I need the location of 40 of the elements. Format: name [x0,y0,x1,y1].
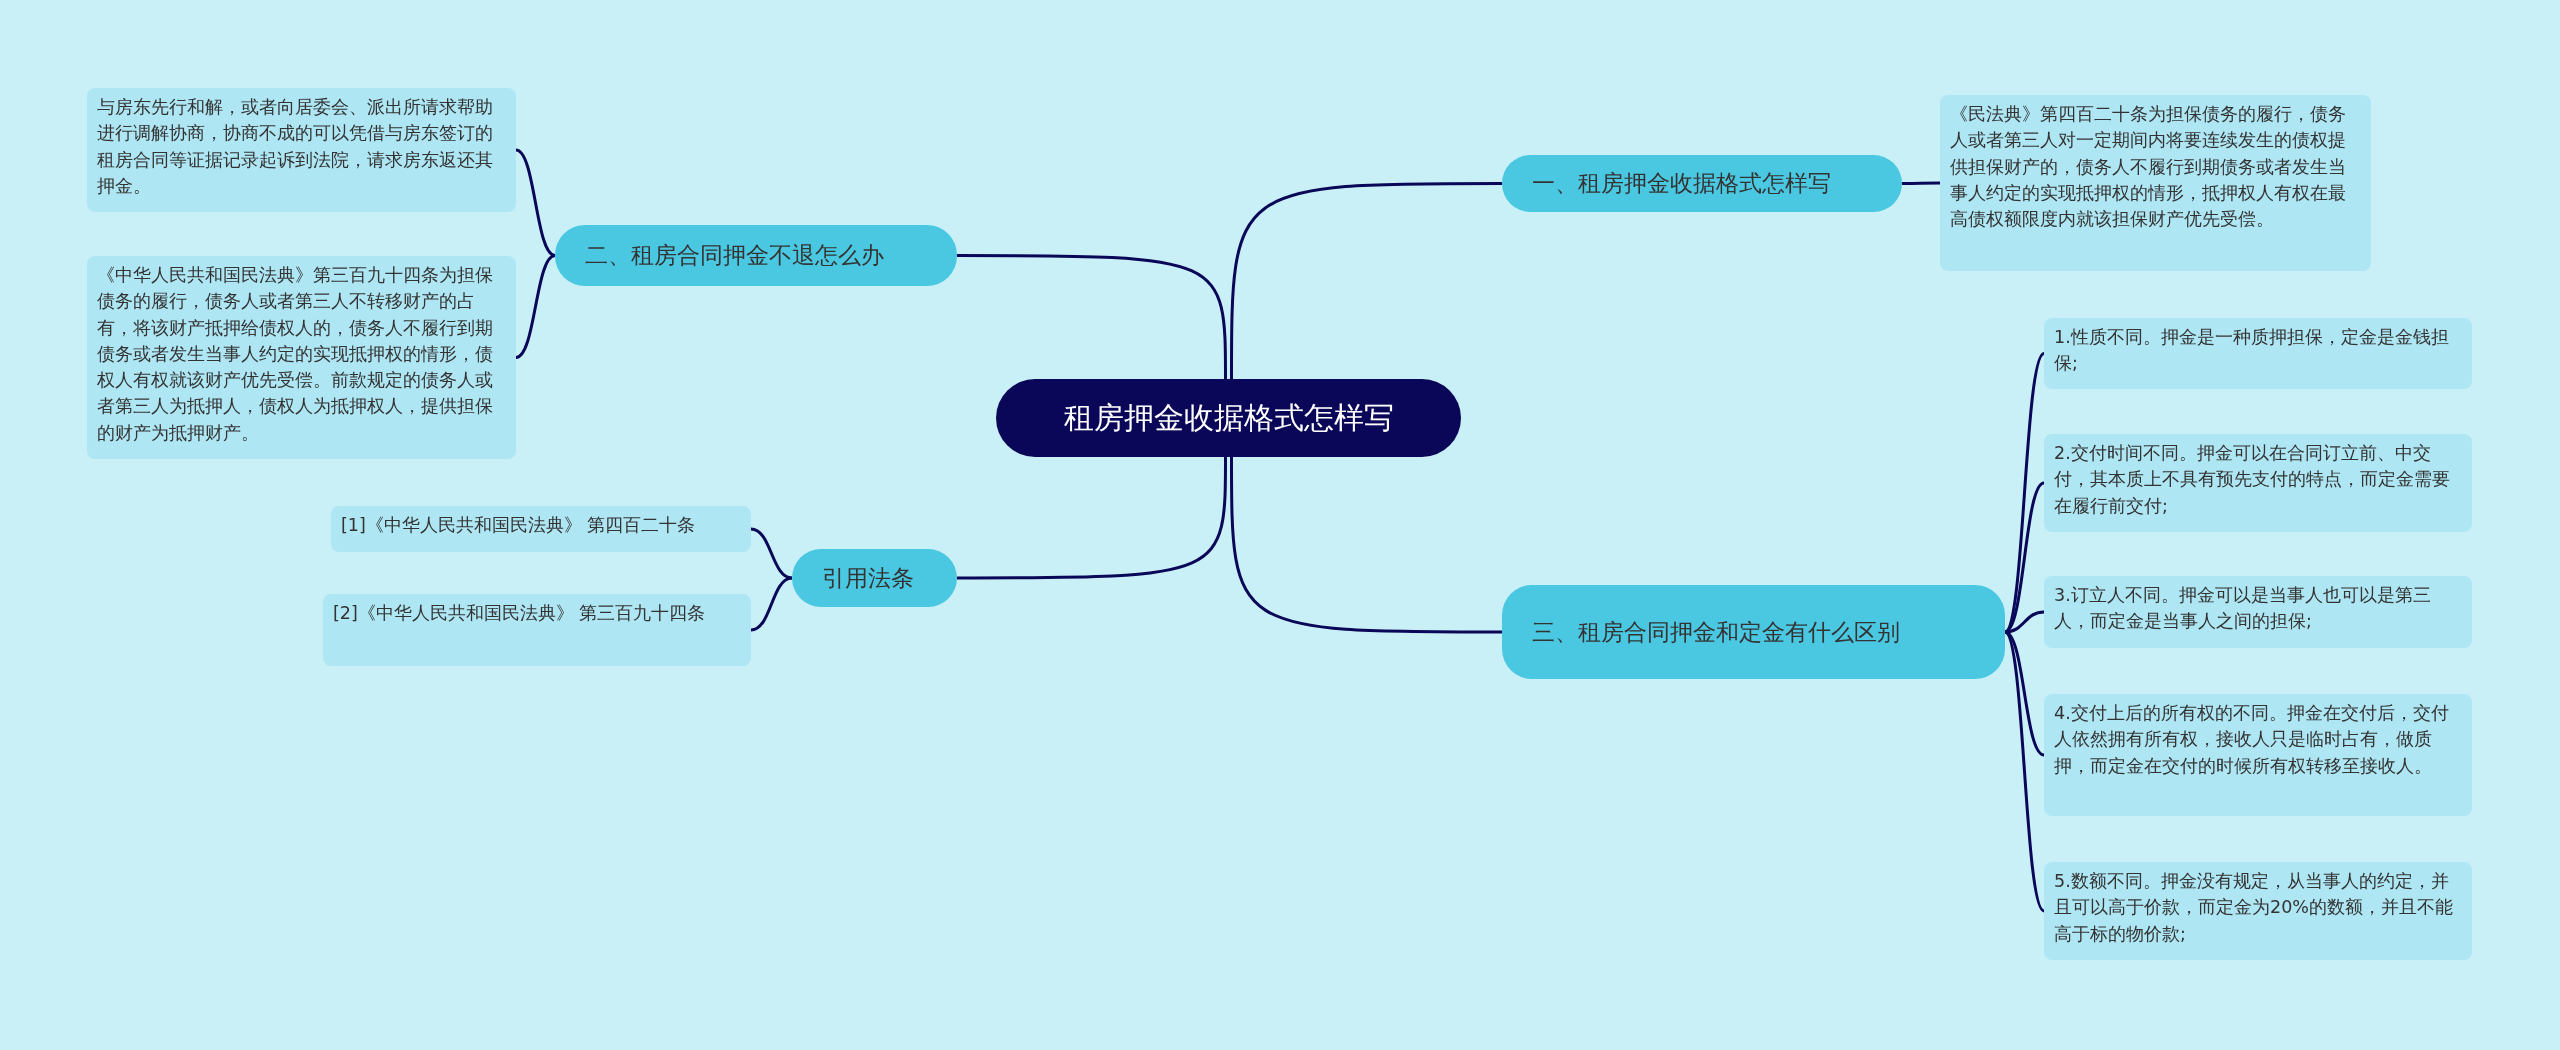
body-text: 2.交付时间不同。押金可以在合同订立前、中交付，其本质上不具有预先支付的特点，而定金需要在履行前交付; [2054,442,2451,518]
text-card [2044,318,2472,389]
connector-line [1902,181,1940,185]
connector-line [515,254,556,359]
text-card [2044,694,2472,816]
topic-text: 二、租房合同押金不退怎么办 [585,241,884,271]
body-text: 3.订立人不同。押金可以是当事人也可以是第三人，而定金是当事人之间的担保; [2054,584,2432,634]
body-text: 1.性质不同。押金是一种质押担保，定金是金钱担保; [2054,326,2450,376]
connector-line [750,576,793,632]
text-card [2044,862,2472,960]
text-card [87,88,516,212]
body-text: 《民法典》第四百二十条为担保债务的履行，债务人或者第三人对一定期间内将要连续发生的债权提供担保财产的，债务人不履行到期债务或者发生当事人约定的实现抵押权的情形，抵押权人有权在最高债权额限度内就该担保财产优先受偿。 [1950,103,2347,231]
body-text: [2]《中华人民共和国民法典》 第三百九十四条 [333,602,706,625]
text-card [1940,95,2371,271]
topic-pill [555,225,957,286]
connector-line [515,148,556,257]
connector-line [957,254,1227,379]
connector-line [1230,457,1502,634]
connector-line [957,457,1227,580]
connector-line [2003,352,2046,633]
topic-text: 引用法条 [822,563,914,593]
connector-line [1230,182,1502,379]
title-text: 租房押金收据格式怎样写 [1063,398,1394,437]
body-text: 《中华人民共和国民法典》第三百九十四条为担保债务的履行，债务人或者第三人不转移财产的占有，将该财产抵押给债权人的，债务人不履行到期债务或者发生当事人约定的实现抵押权的情形，债权人有权就该财产优先受偿。前款规定的债务人或者第三人为抵押人，债权人为抵押权人，提供担保的财产为抵押财产。 [97,264,494,445]
topic-pill [1502,585,2005,679]
text-card [87,256,516,459]
topic-text: 一、租房押金收据格式怎样写 [1532,169,1831,199]
connector-line [2003,631,2046,912]
text-card [331,506,751,552]
body-text: [1]《中华人民共和国民法典》 第四百二十条 [341,514,696,537]
topic-pill [792,549,957,607]
body-text: 5.数额不同。押金没有规定，从当事人的约定，并且可以高于价款，而定金为20%的数额，并且不能高于标的物价款; [2054,870,2454,946]
body-text: 与房东先行和解，或者向居委会、派出所请求帮助进行调解协商，协商不成的可以凭借与房东签订的租房合同等证据记录起诉到法院，请求房东返还其押金。 [97,96,494,198]
text-card [323,594,751,666]
body-text: 4.交付上后的所有权的不同。押金在交付后，交付人依然拥有所有权，接收人只是临时占有，做质押，而定金在交付的时候所有权转移至接收人。 [2054,702,2450,778]
text-card [2044,576,2472,648]
topic-text: 三、租房合同押金和定金有什么区别 [1532,617,1900,647]
connector-line [750,527,793,580]
text-card [2044,434,2472,532]
topic-pill [1502,155,1902,212]
